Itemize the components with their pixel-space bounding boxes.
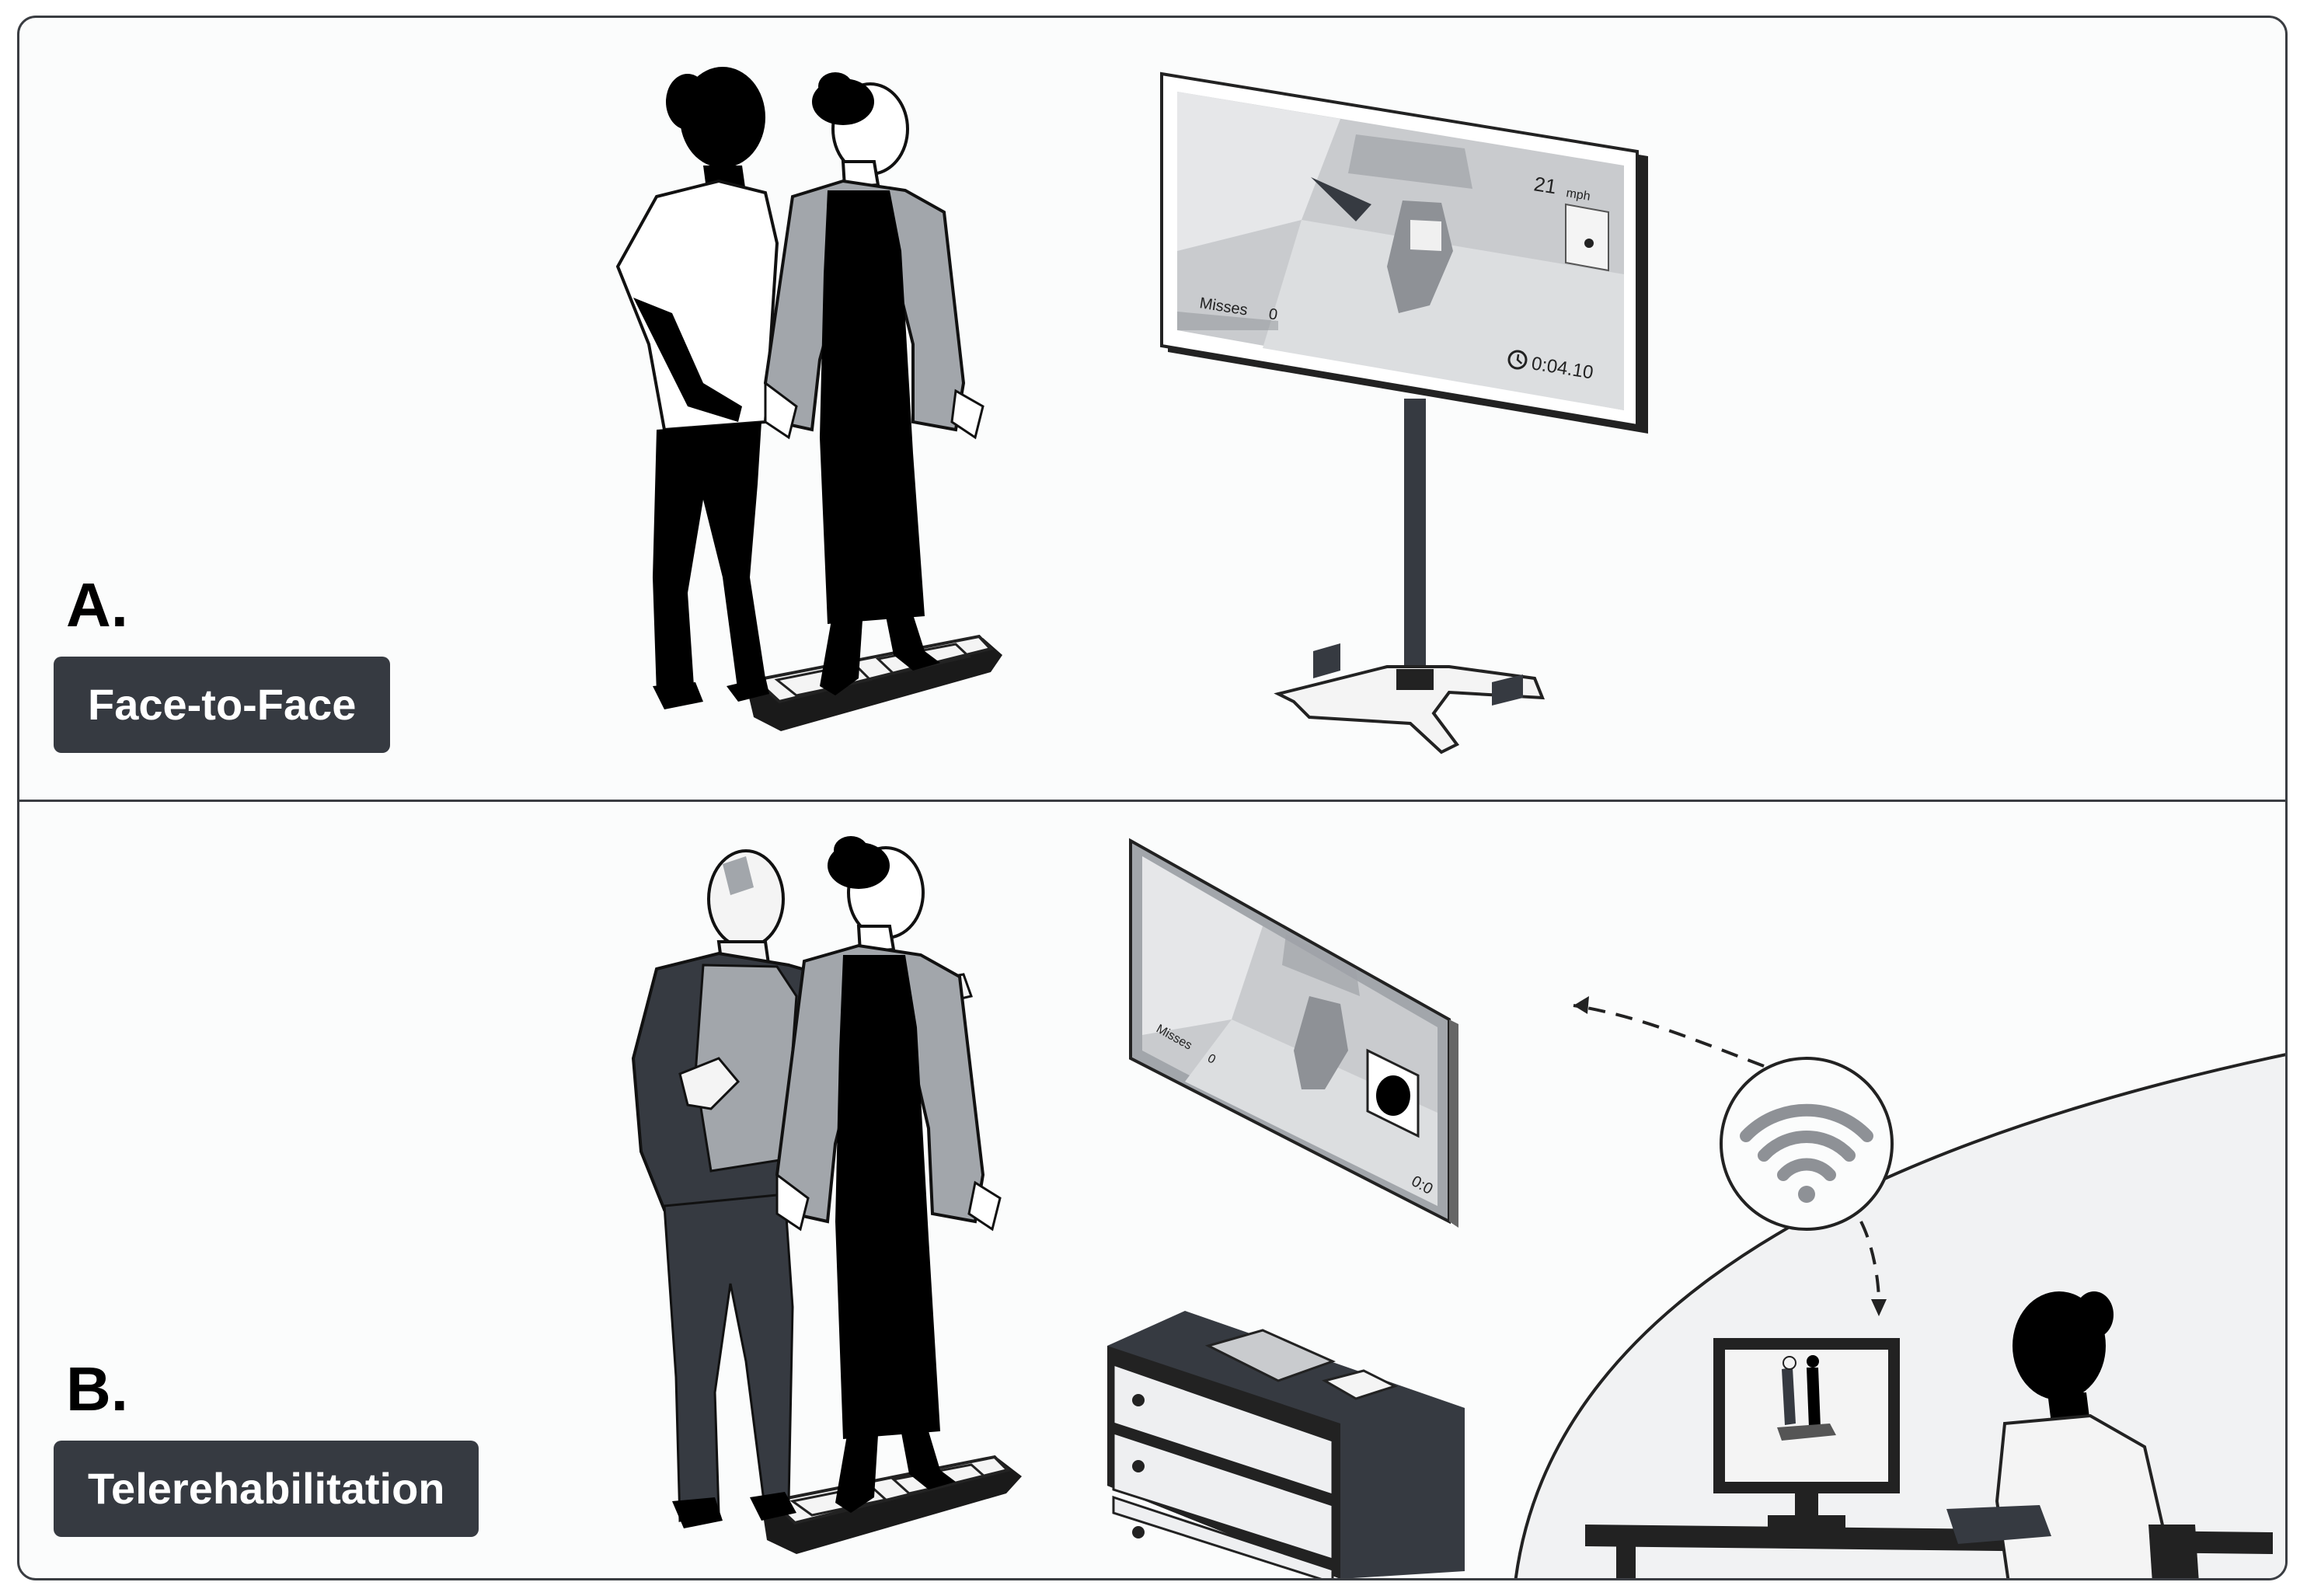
remote-zone [1514,1053,2285,1578]
therapist-figure [615,67,779,709]
arrow-icon [1573,996,1589,1014]
panel-a-illustration: 21 mph Misses 0 0:04.10 [615,67,1648,754]
panel-a-label: Face-to-Face [54,657,391,753]
arrow-to-clinic [1859,1221,1880,1300]
clock-icon [1507,350,1528,370]
arrow-icon [1871,1299,1887,1316]
clinician-figure [1946,1291,2199,1578]
panel-telerehabilitation: Misses 0 0:0 [17,800,2288,1580]
arrow-to-home [1573,1004,1765,1068]
panel-a-letter: A. [66,570,128,639]
panel-b-illustration: Misses 0 0:0 [631,836,2285,1578]
tv-screen [1129,838,1458,1228]
speed-unit: mph [1565,186,1591,204]
balance-board [761,1455,1022,1554]
panel-b-label: Telerehabilitation [54,1441,479,1537]
wifi-icon [1720,1057,1894,1231]
patient-figure [763,72,984,695]
tv-on-stand [1160,71,1648,754]
patient-figure [775,836,1002,1513]
panel-face-to-face: 21 mph Misses 0 0:04.10 A. Face-to-Face [17,16,2288,802]
balance-board [746,634,1002,731]
misses-value: 0 [1267,305,1278,323]
panel-b-letter: B. [66,1354,128,1424]
tv-cabinet [1107,1311,1465,1578]
speed-value: 21 [1532,172,1558,198]
